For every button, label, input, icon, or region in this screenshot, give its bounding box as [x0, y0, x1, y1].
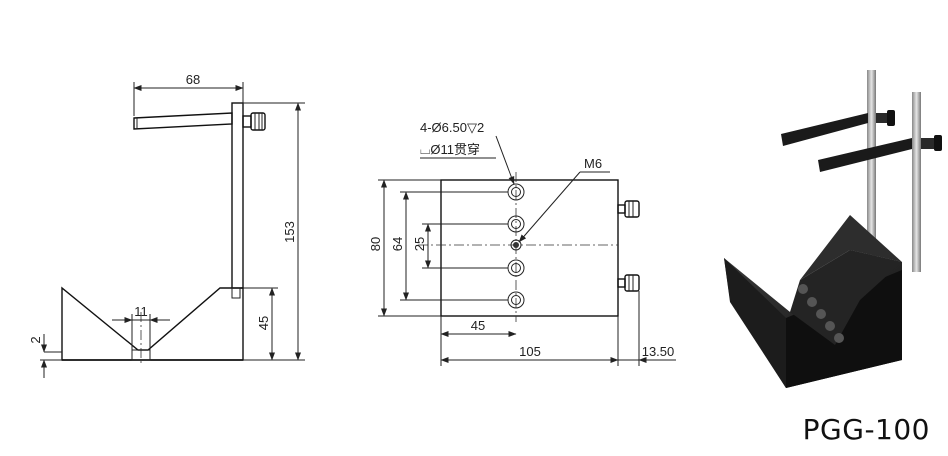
dim-label-80: 80 [368, 237, 383, 251]
dim-label-45: 45 [256, 316, 271, 330]
dim-label-153: 153 [282, 221, 297, 243]
arm-upper [781, 113, 868, 146]
dim-label-25: 25 [412, 237, 427, 251]
model-label: PGG-100 [802, 413, 930, 446]
dim-label-105: 105 [519, 344, 541, 359]
arm-lower [818, 138, 912, 172]
horizontal-arm [133, 112, 233, 130]
dim-label-68: 68 [186, 72, 200, 87]
dim-label-11: 11 [134, 304, 148, 319]
block-body [440, 179, 619, 317]
side-view: 68 153 45 11 2 [28, 72, 305, 378]
rod-right [912, 92, 921, 272]
rod-left [867, 70, 876, 270]
hole-leader [495, 135, 515, 185]
knob-lower [624, 274, 640, 292]
knob-stem-lower [617, 278, 626, 288]
threaded-hole [510, 239, 522, 251]
vertical-rod [231, 102, 244, 289]
knob-stem-upper [617, 204, 626, 214]
product-photo [724, 70, 942, 388]
knob-stem [242, 115, 252, 128]
dim-label-2: 2 [28, 336, 43, 343]
top-view: 4-Ø6.50▽2 ⌴Ø11贯穿 M6 80 64 25 45 105 [368, 120, 676, 366]
dim-label-64: 64 [390, 237, 405, 251]
knob-upper [624, 200, 640, 218]
dim-label-45-top: 45 [471, 318, 485, 333]
thread-label: M6 [584, 156, 602, 171]
thread-leader [518, 171, 581, 243]
dim-label-13-50: 13.50 [642, 344, 675, 359]
hole-note-line1: 4-Ø6.50▽2 [420, 120, 484, 135]
hole-note-line2: ⌴Ø11贯穿 [420, 142, 480, 157]
rod-foot [231, 287, 241, 299]
knob-head [250, 112, 266, 131]
v-block-outline [61, 286, 244, 361]
